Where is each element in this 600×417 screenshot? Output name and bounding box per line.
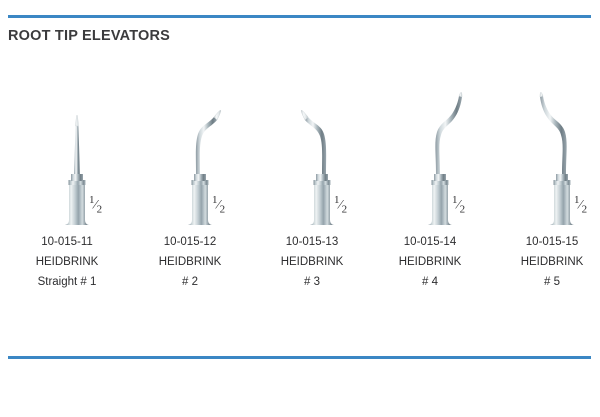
product-code: 10-015-13 [285,236,339,248]
page-title: ROOT TIP ELEVATORS [8,28,171,44]
scale-indicator: 1⁄2 [212,194,226,216]
product-variant: # 2 [182,276,198,288]
instrument-illustration [502,70,600,230]
product-variant: # 4 [422,276,438,288]
instrument-10-015-12[interactable]: 1⁄2 [140,70,260,230]
bottom-divider [8,356,591,359]
scale-indicator: 1⁄2 [452,194,466,216]
instrument-10-015-14[interactable]: 1⁄2 [380,70,500,230]
product-variant: Straight # 1 [37,276,97,288]
top-divider [8,15,591,18]
product-code: 10-015-15 [525,236,579,248]
product-code: 10-015-12 [163,236,217,248]
instrument-10-015-11[interactable]: 1⁄2 [17,70,137,230]
instrument-illustration [140,70,260,230]
product-code: 10-015-14 [403,236,457,248]
product-code: 10-015-11 [41,236,93,248]
product-brand: HEIDBRINK [158,256,222,268]
product-brand: HEIDBRINK [520,256,584,268]
product-variant: # 5 [544,276,560,288]
instrument-illustration [17,70,137,230]
instrument-10-015-15[interactable]: 1⁄2 [502,70,600,230]
scale-indicator: 1⁄2 [574,194,588,216]
scale-indicator: 1⁄2 [334,194,348,216]
product-brand: HEIDBRINK [398,256,462,268]
product-brand: HEIDBRINK [280,256,344,268]
instrument-illustration [380,70,500,230]
instrument-row: 1⁄2 [0,70,600,230]
product-brand: HEIDBRINK [35,256,99,268]
scale-indicator: 1⁄2 [89,194,103,216]
product-variant: # 3 [304,276,320,288]
instrument-illustration [262,70,382,230]
instrument-10-015-13[interactable]: 1⁄2 [262,70,382,230]
